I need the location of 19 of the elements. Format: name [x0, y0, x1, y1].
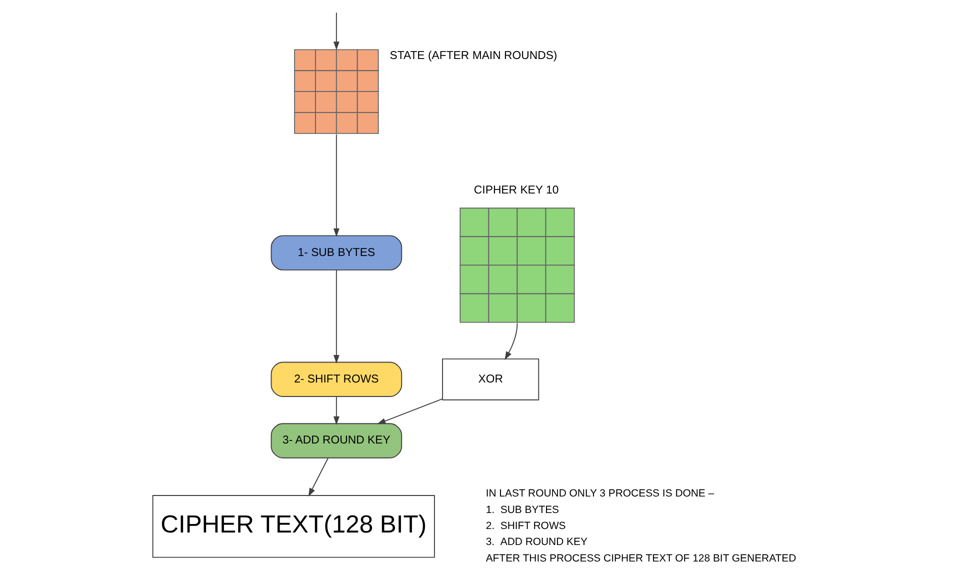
arrow: [504, 322, 518, 360]
arrow: [308, 458, 328, 497]
node-box: XOR: [442, 358, 540, 400]
node-box: 2- SHIFT ROWS: [270, 362, 402, 397]
arrow: [333, 134, 340, 237]
label: 1. SUB BYTES: [486, 504, 560, 516]
arrow: [333, 396, 340, 425]
label: 2. SHIFT ROWS: [486, 521, 566, 532]
label: AFTER THIS PROCESS CIPHER TEXT OF 128 BIT GENERATED: [486, 553, 796, 564]
label: 3. ADD ROUND KEY: [486, 537, 588, 548]
node-box: 3- ADD ROUND KEY: [270, 423, 402, 458]
arrow: [333, 270, 340, 364]
arrow: [333, 12, 340, 50]
node-box: 1- SUB BYTES: [270, 235, 402, 270]
arrow: [377, 398, 443, 424]
node-label: CIPHER KEY 10: [474, 184, 559, 196]
label: IN LAST ROUND ONLY 3 PROCESS IS DONE –: [486, 488, 714, 500]
node-label: STATE (AFTER MAIN ROUNDS): [390, 50, 558, 62]
node-box: CIPHER TEXT(128 BIT): [152, 494, 435, 558]
